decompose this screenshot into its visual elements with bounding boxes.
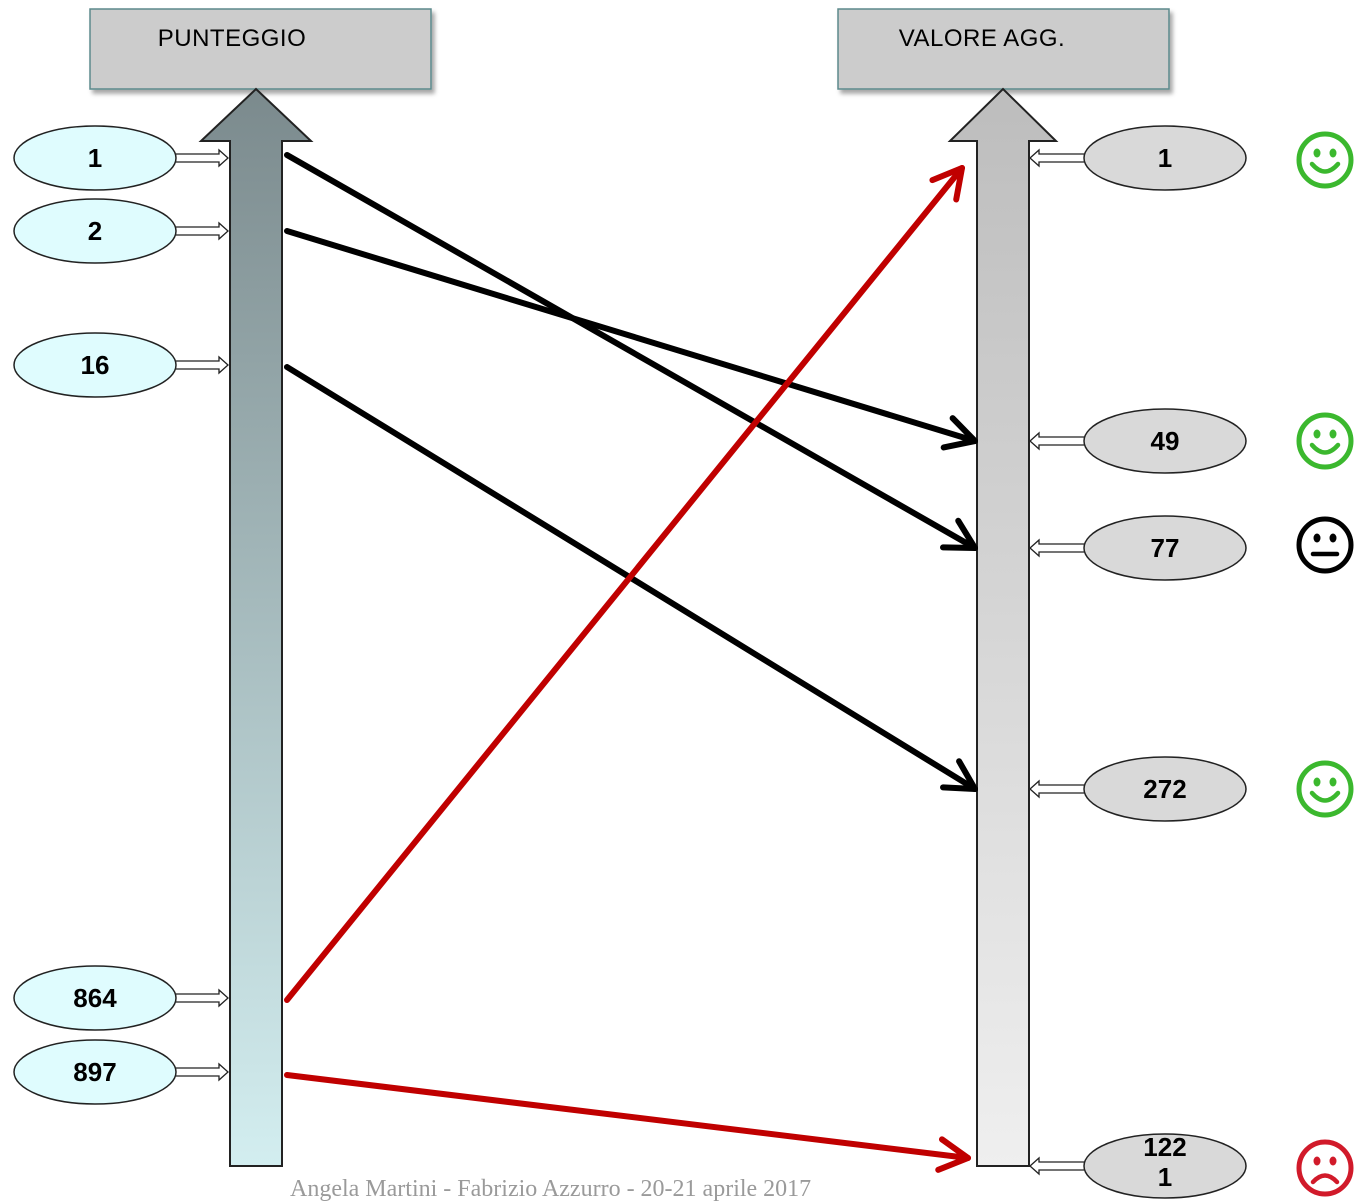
left-oval: 2 [13,198,229,264]
sad-face-icon [1296,1139,1354,1197]
left-oval: 897 [13,1039,229,1105]
left-oval: 864 [13,965,229,1031]
left-oval-label: 1 [88,143,102,173]
connection-arrow [284,228,978,451]
left-header: PUNTEGGIO [89,8,432,90]
right-oval: 49 [1029,408,1247,474]
left-oval-label: 2 [88,216,102,246]
neutral-face-icon [1296,516,1354,574]
right-oval: 1 [1029,125,1247,191]
left-oval-group: 1 2 16 864 897 [13,125,229,1105]
connection-arrow [284,1072,971,1173]
happy-face-icon [1296,131,1354,189]
right-oval-label: 272 [1143,774,1186,804]
happy-face-icon [1296,412,1354,470]
footer-text: Angela Martini - Fabrizio Azzurro - 20-2… [290,1176,812,1202]
connection-arrow [284,165,965,1003]
left-oval-label: 897 [73,1057,116,1087]
right-oval: 77 [1029,515,1247,581]
right-oval-label: 77 [1151,533,1180,563]
left-header-label: PUNTEGGIO [158,25,307,52]
right-header-label: VALORE AGG. [899,25,1065,52]
left-scale-arrow [198,87,314,1167]
right-oval: 272 [1029,756,1247,822]
left-oval: 16 [13,332,229,398]
right-oval-label: 49 [1151,426,1180,456]
connection-arrow [284,152,978,551]
left-oval-label: 16 [81,350,110,380]
right-header: VALORE AGG. [837,8,1170,90]
happy-face-icon [1296,760,1354,818]
left-oval-label: 864 [73,983,117,1013]
right-scale-arrow [947,87,1059,1167]
right-oval-label: 1 [1158,143,1172,173]
left-oval: 1 [13,125,229,191]
face-group [1296,131,1354,1197]
connection-group [284,152,978,1173]
